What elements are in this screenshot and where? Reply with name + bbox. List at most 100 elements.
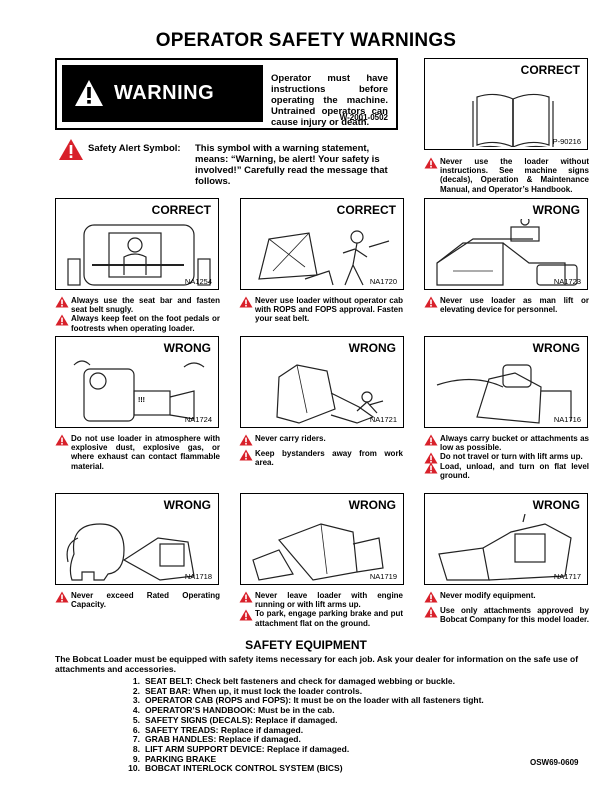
equipment-item: 4.OPERATOR’S HANDBOOK: Must be in the ca… <box>125 705 484 716</box>
equipment-item: 10.BOBCAT INTERLOCK CONTROL SYSTEM (BICS… <box>125 763 484 774</box>
caption-line: Never use loader without operator cab wi… <box>239 296 403 324</box>
panel-code: NA1723 <box>553 277 581 286</box>
equipment-item-text: GRAB HANDLES: Replace if damaged. <box>145 734 301 745</box>
safety-alert-icon <box>424 462 438 474</box>
manual-book-icon <box>472 93 554 147</box>
safety-panel: WRONG NA1716 <box>424 336 588 428</box>
equipment-item-number: 5. <box>132 714 140 725</box>
safety-alert-icon <box>55 296 69 308</box>
warning-banner: WARNING <box>62 65 263 122</box>
safety-alert-icon <box>55 434 69 446</box>
panel-code: NA1254 <box>184 277 212 286</box>
caption-line: Never carry riders. <box>239 434 403 446</box>
panel-caption: Never modify equipment. Use only attachme… <box>424 591 589 625</box>
caption-text: Never use the loader without instruction… <box>440 157 589 194</box>
safety-alert-icon <box>239 449 253 461</box>
safety-alert-icon <box>55 314 69 326</box>
warning-box: WARNING Operator must have instructions … <box>55 58 398 130</box>
equipment-item: 1. SEAT BELT: Check belt fasteners and ch… <box>125 676 484 687</box>
safety-alert-label: Safety Alert Symbol: <box>88 143 181 154</box>
equipment-item-text: SEAT BAR: When up, it must lock the load… <box>145 685 363 696</box>
rops-fops-icon <box>258 230 390 286</box>
panel-caption: Never use the loader without instruction… <box>424 157 589 194</box>
raised-bucket-icon <box>436 364 572 424</box>
caption-text: Keep bystanders away from work area. <box>255 449 403 468</box>
panel-header: CORRECT <box>520 63 580 77</box>
safety-alert-icon <box>424 434 438 446</box>
safety-alert-icon <box>239 434 253 446</box>
equipment-item: 2.SEAT BAR: When up, it must lock the lo… <box>125 685 484 697</box>
panel-caption: Never carry riders. Keep bystanders away … <box>239 434 403 468</box>
caption-line: Use only attachments approved by Bobcat … <box>424 606 589 624</box>
caption-line: Load, unload, and turn on flat level gro… <box>424 462 589 480</box>
equipment-item: 3.OPERATOR CAB (ROPS and FOPS): It must … <box>125 696 484 706</box>
equipment-item-text: OPERATOR CAB (ROPS and FOPS): It must be… <box>145 695 484 706</box>
equipment-item-text: BOBCAT INTERLOCK CONTROL SYSTEM (BICS) <box>145 763 343 774</box>
caption-text: Use only attachments approved by Bobcat … <box>440 606 589 625</box>
man-lift-icon <box>436 219 578 286</box>
explosive-atmosphere-icon: !!! <box>73 360 205 422</box>
equipment-list: 1. SEAT BELT: Check belt fasteners and ch… <box>125 676 484 774</box>
equipment-item-text: OPERATOR’S HANDBOOK: Must be in the cab. <box>145 705 335 716</box>
caption-line: Do not travel or turn with lift arms up. <box>424 452 589 464</box>
safety-alert-icon <box>424 296 438 308</box>
caption-line: Never leave loader with engine running o… <box>239 591 403 609</box>
svg-text:!!!: !!! <box>138 397 145 404</box>
equipment-item-number: 8. <box>132 743 140 754</box>
panel-header: WRONG <box>163 498 211 512</box>
equipment-item-text: PARKING BRAKE <box>145 753 217 764</box>
safety-panel: WRONG NA1723 <box>424 198 588 290</box>
caption-text: Load, unload, and turn on flat level gro… <box>440 461 589 480</box>
caption-text: To park, engage parking brake and put at… <box>255 609 403 628</box>
panel-code: NA1719 <box>369 572 397 581</box>
panel-header: WRONG <box>532 203 580 217</box>
panel-code: NA1716 <box>553 415 581 424</box>
equipment-item-text: SEAT BELT: Check belt fasteners and chec… <box>145 676 456 686</box>
equipment-item: 8. LIFT ARM SUPPORT DEVICE: Replace if da… <box>125 743 484 755</box>
panel-header: WRONG <box>532 498 580 512</box>
safety-alert-icon <box>59 139 83 160</box>
caption-line: Always use the seat bar and fasten seat … <box>55 296 220 314</box>
caption-text: Do not use loader in atmosphere with exp… <box>71 434 220 471</box>
caption-text: Always carry bucket or attachments as lo… <box>440 434 589 453</box>
caption-text: Never modify equipment. <box>440 591 536 600</box>
equipment-item-number: 1. <box>132 676 140 686</box>
caption-line: Do not use loader in atmosphere with exp… <box>55 434 220 471</box>
safety-panel: WRONG NA1717 <box>424 493 588 585</box>
caption-text: Always use the seat bar and fasten seat … <box>71 296 220 315</box>
caption-line: Never exceed Rated Operating Capacity. <box>55 591 220 609</box>
warning-word: WARNING <box>114 82 215 104</box>
caption-line: To park, engage parking brake and put at… <box>239 609 403 628</box>
panel-code: NA1717 <box>553 572 581 581</box>
caption-text: Never carry riders. <box>255 434 326 443</box>
panel-caption: Never use loader as man lift or elevatin… <box>424 296 589 314</box>
safety-alert-icon <box>239 591 253 603</box>
equipment-title: SAFETY EQUIPMENT <box>245 638 367 652</box>
caption-line: Never modify equipment. <box>424 591 589 603</box>
panel-code: P-90216 <box>552 137 581 146</box>
seat-bar-operator-icon <box>67 224 211 286</box>
panel-header: WRONG <box>532 341 580 355</box>
caption-text: Never use loader without operator cab wi… <box>255 296 403 324</box>
page-title: OPERATOR SAFETY WARNINGS <box>155 30 457 51</box>
panel-header: WRONG <box>348 341 396 355</box>
equipment-item-text: LIFT ARM SUPPORT DEVICE: Replace if dama… <box>145 743 350 754</box>
equipment-item: 6.SAFETY TREADS: Replace if damaged. <box>125 725 484 736</box>
equipment-item: 9.PARKING BRAKE <box>125 753 484 765</box>
safety-alert-icon <box>424 157 438 169</box>
document-code: OSW69-0609 <box>530 758 579 767</box>
riders-icon <box>276 364 384 424</box>
panel-code: NA1718 <box>184 572 212 581</box>
caption-text: Do not travel or turn with lift arms up. <box>440 452 583 462</box>
unattended-loader-icon <box>252 523 384 581</box>
safety-alert-icon <box>55 591 69 603</box>
caption-text: Never leave loader with engine running o… <box>255 591 403 610</box>
safety-panel: WRONG NA1718 <box>55 493 219 585</box>
panel-caption: Never leave loader with engine running o… <box>239 591 403 628</box>
caption-line: Never use the loader without instruction… <box>424 157 589 194</box>
safety-alert-icon <box>424 606 438 618</box>
caption-text: Never use loader as man lift or elevatin… <box>440 296 589 315</box>
